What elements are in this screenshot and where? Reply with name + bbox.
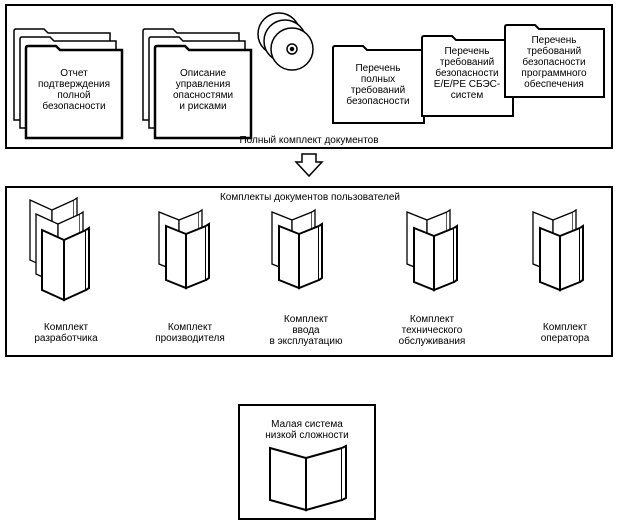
set-label-commissioning: Комплект ввода в эксплуатацию — [269, 314, 343, 347]
doc-label-report: Отчет подтверждения полной безопасности — [37, 68, 111, 112]
doc-label-list-full: Перечень полных требований безопасности — [346, 63, 410, 107]
booklet-stack-commissioning — [271, 208, 323, 290]
full-set-caption: Полный комплект документов — [239, 135, 379, 146]
folder-list-software — [504, 24, 605, 98]
folder-stack-report — [13, 28, 124, 140]
doc-label-list-eepe: Перечень требований безопасности Е/Е/РЕ … — [433, 46, 501, 101]
down-arrow-icon — [294, 153, 324, 178]
user-sets-caption: Комплекты документов пользователей — [219, 192, 400, 203]
set-label-operator: Комплект оператора — [540, 322, 590, 344]
doc-label-description: Описание управления опасностями и рискам… — [172, 68, 234, 112]
booklet-stack-operator — [532, 208, 584, 292]
booklet-stack-maintenance — [406, 208, 458, 292]
folder-stack-description — [142, 28, 253, 140]
cd-disc-stack-icon — [257, 12, 314, 71]
booklet-stack-manufacturer — [158, 208, 210, 290]
booklet-small-system — [269, 444, 347, 512]
set-label-manufacturer: Комплект производителя — [155, 322, 225, 344]
set-label-developer: Комплект разработчика — [34, 322, 98, 344]
doc-label-list-software: Перечень требований безопасности програм… — [521, 35, 587, 90]
booklet-stack-developer — [29, 196, 90, 302]
small-system-caption: Малая система низкой сложности — [265, 419, 349, 441]
set-label-maintenance: Комплект технического обслуживания — [398, 314, 466, 347]
